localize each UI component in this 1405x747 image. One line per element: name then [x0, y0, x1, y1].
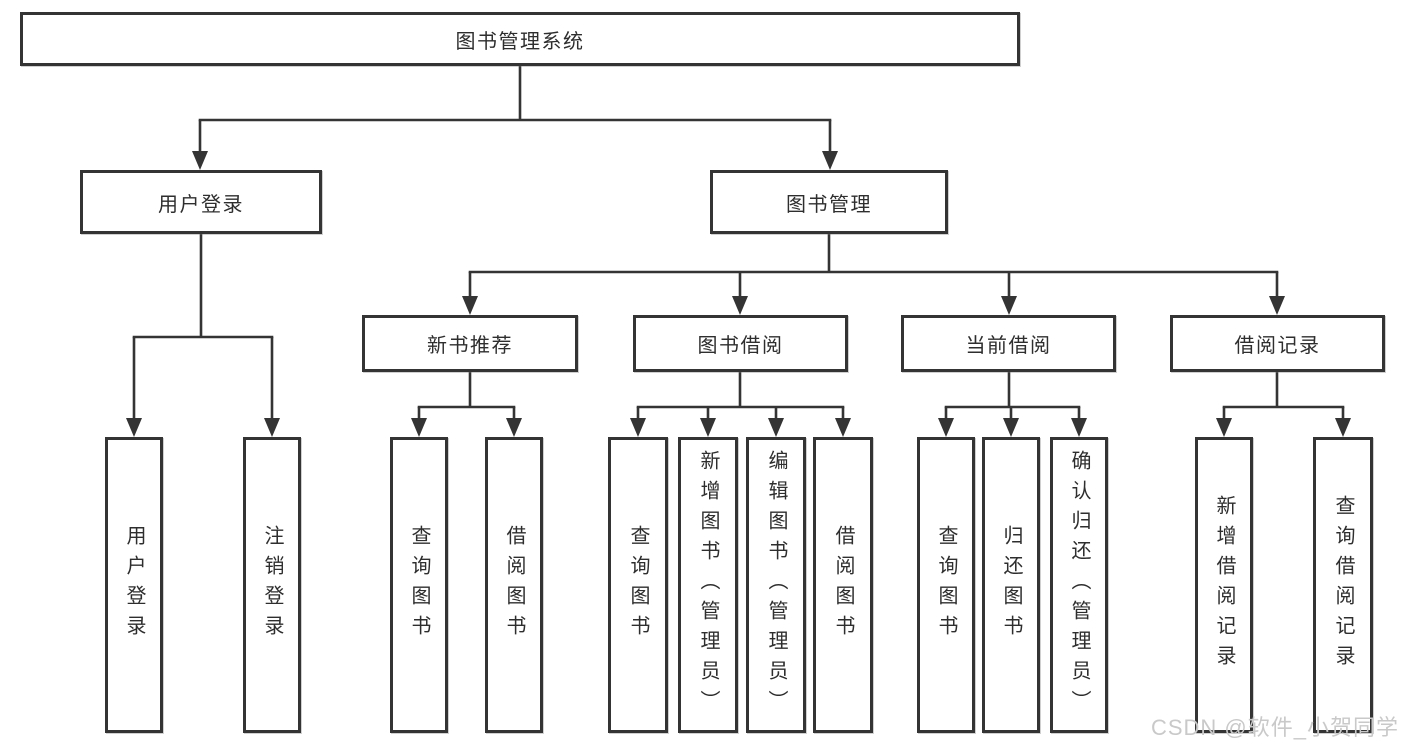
node-label: 借阅记录: [1234, 335, 1321, 357]
leaf-query-books-recommend: 查询图书: [390, 437, 448, 733]
leaf-label: 新增图书（管理员）: [697, 450, 719, 720]
leaf-query-books-borrow: 查询图书: [608, 437, 668, 733]
leaf-borrow-books: 借阅图书: [813, 437, 873, 733]
leaf-add-book-admin: 新增图书（管理员）: [678, 437, 738, 733]
node-label: 图书借阅: [697, 335, 784, 357]
leaf-query-books-current: 查询图书: [917, 437, 975, 733]
node-user-login-branch: 用户登录: [80, 170, 322, 234]
node-book-borrowing: 图书借阅: [633, 315, 848, 372]
leaf-label: 查询图书: [935, 525, 957, 645]
leaf-query-borrow-record: 查询借阅记录: [1313, 437, 1373, 733]
leaf-return-book: 归还图书: [982, 437, 1040, 733]
leaf-label: 归还图书: [1000, 525, 1022, 645]
node-label: 当前借阅: [965, 335, 1052, 357]
node-library-management-system: 图书管理系统: [20, 12, 1020, 66]
leaf-label: 借阅图书: [503, 525, 525, 645]
node-current-borrowing: 当前借阅: [901, 315, 1116, 372]
leaf-add-borrow-record: 新增借阅记录: [1195, 437, 1253, 733]
leaf-label: 用户登录: [123, 525, 145, 645]
node-new-book-recommend: 新书推荐: [362, 315, 578, 372]
leaf-label: 查询借阅记录: [1332, 495, 1354, 675]
node-borrowing-records: 借阅记录: [1170, 315, 1385, 372]
leaf-label: 确认归还（管理员）: [1068, 450, 1090, 720]
node-book-management-branch: 图书管理: [710, 170, 948, 234]
leaf-user-login: 用户登录: [105, 437, 163, 733]
leaf-label: 查询图书: [408, 525, 430, 645]
leaf-confirm-return-admin: 确认归还（管理员）: [1050, 437, 1108, 733]
node-label: 图书管理: [786, 193, 872, 216]
node-label: 图书管理系统: [455, 30, 585, 53]
node-label: 新书推荐: [427, 335, 513, 357]
leaf-label: 新增借阅记录: [1213, 495, 1235, 675]
leaf-label: 编辑图书（管理员）: [765, 450, 787, 720]
leaf-label: 借阅图书: [832, 525, 854, 645]
node-label: 用户登录: [158, 193, 244, 216]
leaf-label: 注销登录: [261, 525, 283, 645]
leaf-label: 查询图书: [627, 525, 649, 645]
watermark: CSDN @软件_小贺同学: [1150, 715, 1399, 740]
leaf-logout: 注销登录: [243, 437, 301, 733]
leaf-edit-book-admin: 编辑图书（管理员）: [746, 437, 806, 733]
leaf-borrow-books-recommend: 借阅图书: [485, 437, 543, 733]
